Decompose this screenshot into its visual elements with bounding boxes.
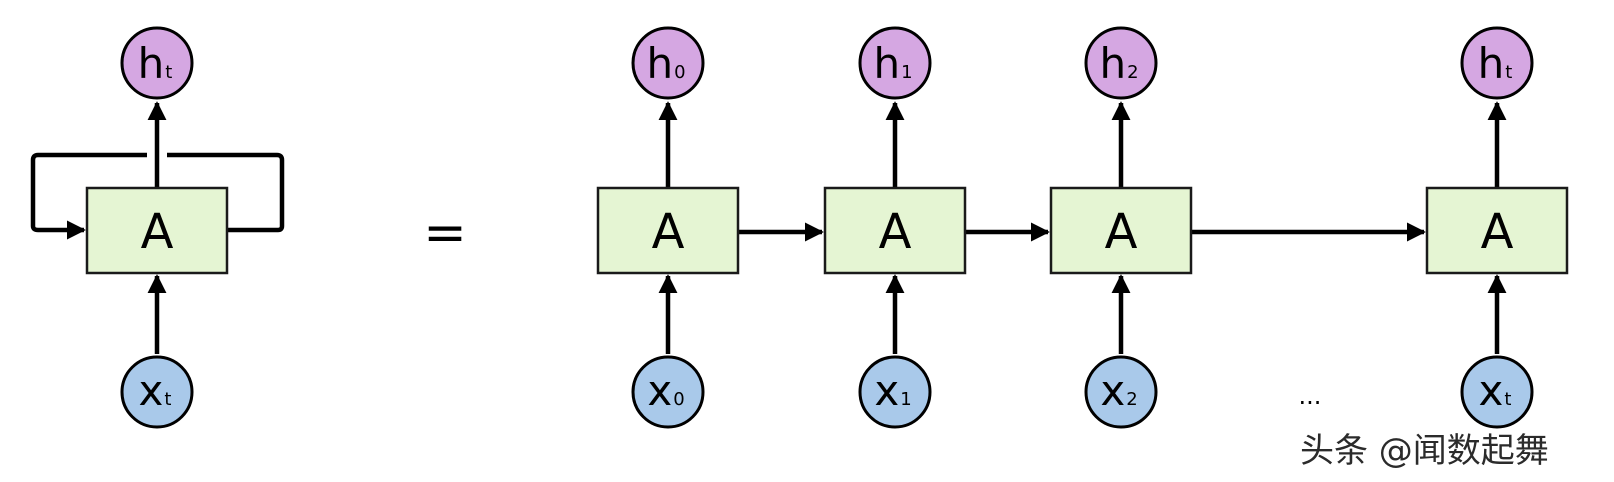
cell-label: A <box>879 204 912 260</box>
input-node <box>120 355 194 429</box>
output-node <box>120 26 194 100</box>
cell-box <box>1425 186 1569 275</box>
output-node-label: ht <box>138 39 173 88</box>
input-node-label: xt <box>1479 366 1512 415</box>
equals-sign: = <box>423 203 467 263</box>
ellipsis: ... <box>1299 382 1322 410</box>
cell-label: A <box>652 204 685 260</box>
input-node <box>631 355 705 429</box>
output-node-label: h1 <box>873 39 912 88</box>
output-node-label: h2 <box>1099 39 1138 88</box>
input-node-label: x2 <box>1100 366 1137 415</box>
output-node-label: h0 <box>646 39 685 88</box>
rolled-rnn: A ht xt <box>30 26 285 429</box>
cell-box <box>85 186 229 275</box>
input-node <box>1084 355 1158 429</box>
input-node <box>858 355 932 429</box>
output-node <box>1084 26 1158 100</box>
unrolled-rnn: A h0 x0 A h1 x1 <box>596 26 1569 429</box>
unrolled-cell-0: A h0 x0 <box>596 26 740 429</box>
output-node <box>631 26 705 100</box>
cell-box <box>823 186 967 275</box>
watermark: 头条 @闻数起舞 <box>1300 431 1549 471</box>
cell-box <box>596 186 740 275</box>
input-node-label: x0 <box>647 366 684 415</box>
cell-label: A <box>1105 204 1138 260</box>
cell-label: A <box>1481 204 1514 260</box>
cell-label: A <box>141 204 174 260</box>
cell-box <box>1049 186 1193 275</box>
output-node <box>1460 26 1534 100</box>
input-node-label: x1 <box>874 366 911 415</box>
output-node-label: ht <box>1478 39 1513 88</box>
unrolled-cell-1: A h1 x1 <box>823 26 967 429</box>
output-node <box>858 26 932 100</box>
unrolled-cell-t: A ht xt <box>1425 26 1569 429</box>
input-node <box>1460 355 1534 429</box>
input-node-label: xt <box>139 366 172 415</box>
unrolled-cell-2: A h2 x2 <box>1049 26 1193 429</box>
